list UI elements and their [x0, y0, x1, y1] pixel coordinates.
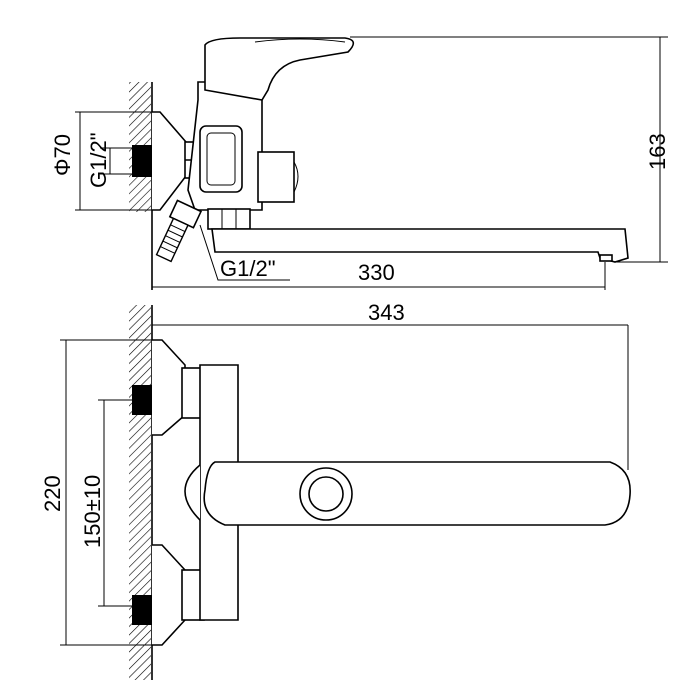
shower-outlet [155, 199, 203, 263]
top-view: 343 220 150±10 [40, 300, 631, 680]
flange-diameter-label: Φ70 [50, 134, 75, 176]
handle-grip [199, 125, 243, 193]
side-view: Φ70 G1/2" G1/2" 330 163 [50, 36, 670, 290]
spout-reach-label: 330 [358, 260, 395, 285]
wall-thread-label: G1/2" [86, 132, 111, 188]
aerator [599, 254, 613, 262]
inlet-spacing-label: 150±10 [80, 475, 105, 548]
outlet-thread-label: G1/2" [220, 256, 276, 281]
body-bulge [184, 464, 201, 521]
inlet-thread-lower [132, 595, 152, 625]
spout-nut [207, 208, 251, 230]
height-label: 163 [645, 133, 670, 170]
overall-length-label: 343 [368, 300, 405, 325]
wall-thread [132, 145, 152, 177]
flange-span-label: 220 [40, 475, 65, 512]
lever-top [203, 461, 631, 526]
lever-handle [204, 37, 355, 101]
cartridge-box [257, 151, 295, 203]
inlet-thread-upper [132, 385, 152, 415]
wall-flange [152, 111, 187, 211]
flange-upper [152, 339, 186, 436]
flange-lower [152, 544, 186, 646]
